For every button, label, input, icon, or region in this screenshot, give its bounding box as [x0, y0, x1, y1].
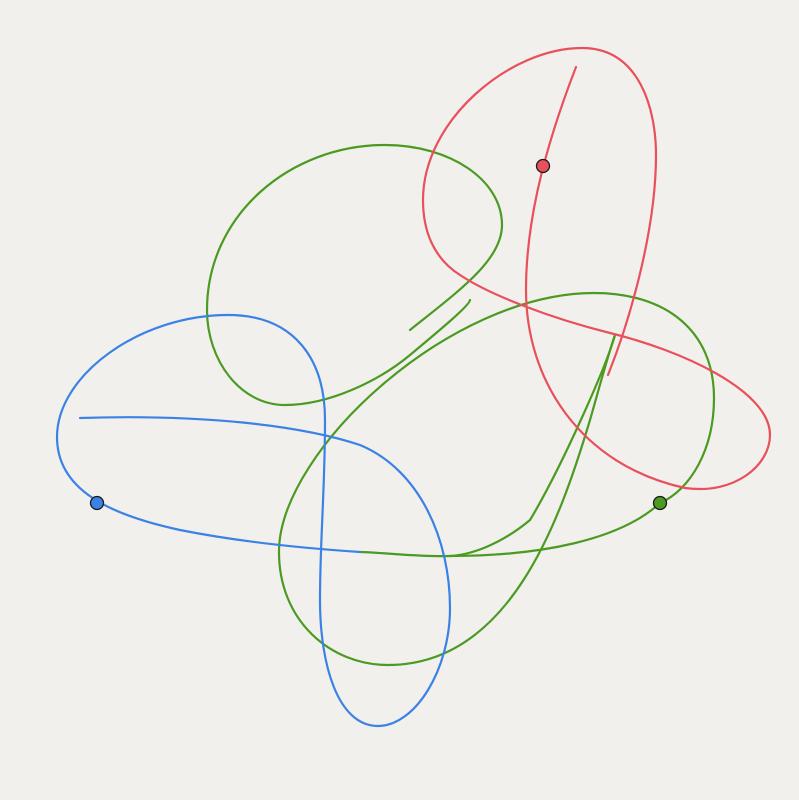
red-curve — [421, 46, 772, 491]
red-marker — [535, 158, 551, 174]
blue-marker — [89, 495, 105, 511]
green-curve-loop — [205, 143, 662, 558]
blue-curve — [55, 313, 452, 728]
green-curve — [277, 291, 716, 667]
green-marker — [652, 495, 668, 511]
green-curve-upper — [358, 333, 617, 558]
